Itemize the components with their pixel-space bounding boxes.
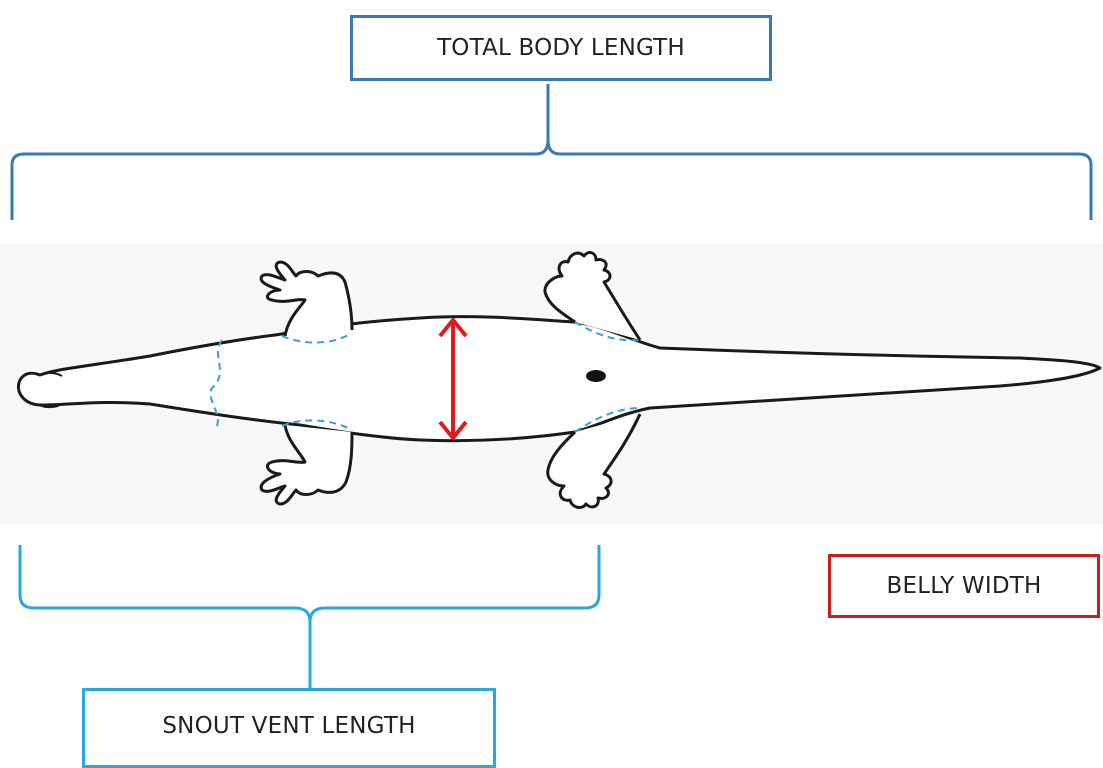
crocodile-measurement-diagram: [0, 0, 1103, 751]
snout-vent-length-label: SNOUT VENT LENGTH: [82, 688, 496, 768]
snout-vent-length-brace: [20, 545, 599, 688]
belly-width-label: BELLY WIDTH: [828, 554, 1100, 618]
total-length-brace: [12, 84, 1091, 220]
vent-mark: [586, 370, 606, 382]
total-body-length-label: TOTAL BODY LENGTH: [350, 15, 772, 81]
